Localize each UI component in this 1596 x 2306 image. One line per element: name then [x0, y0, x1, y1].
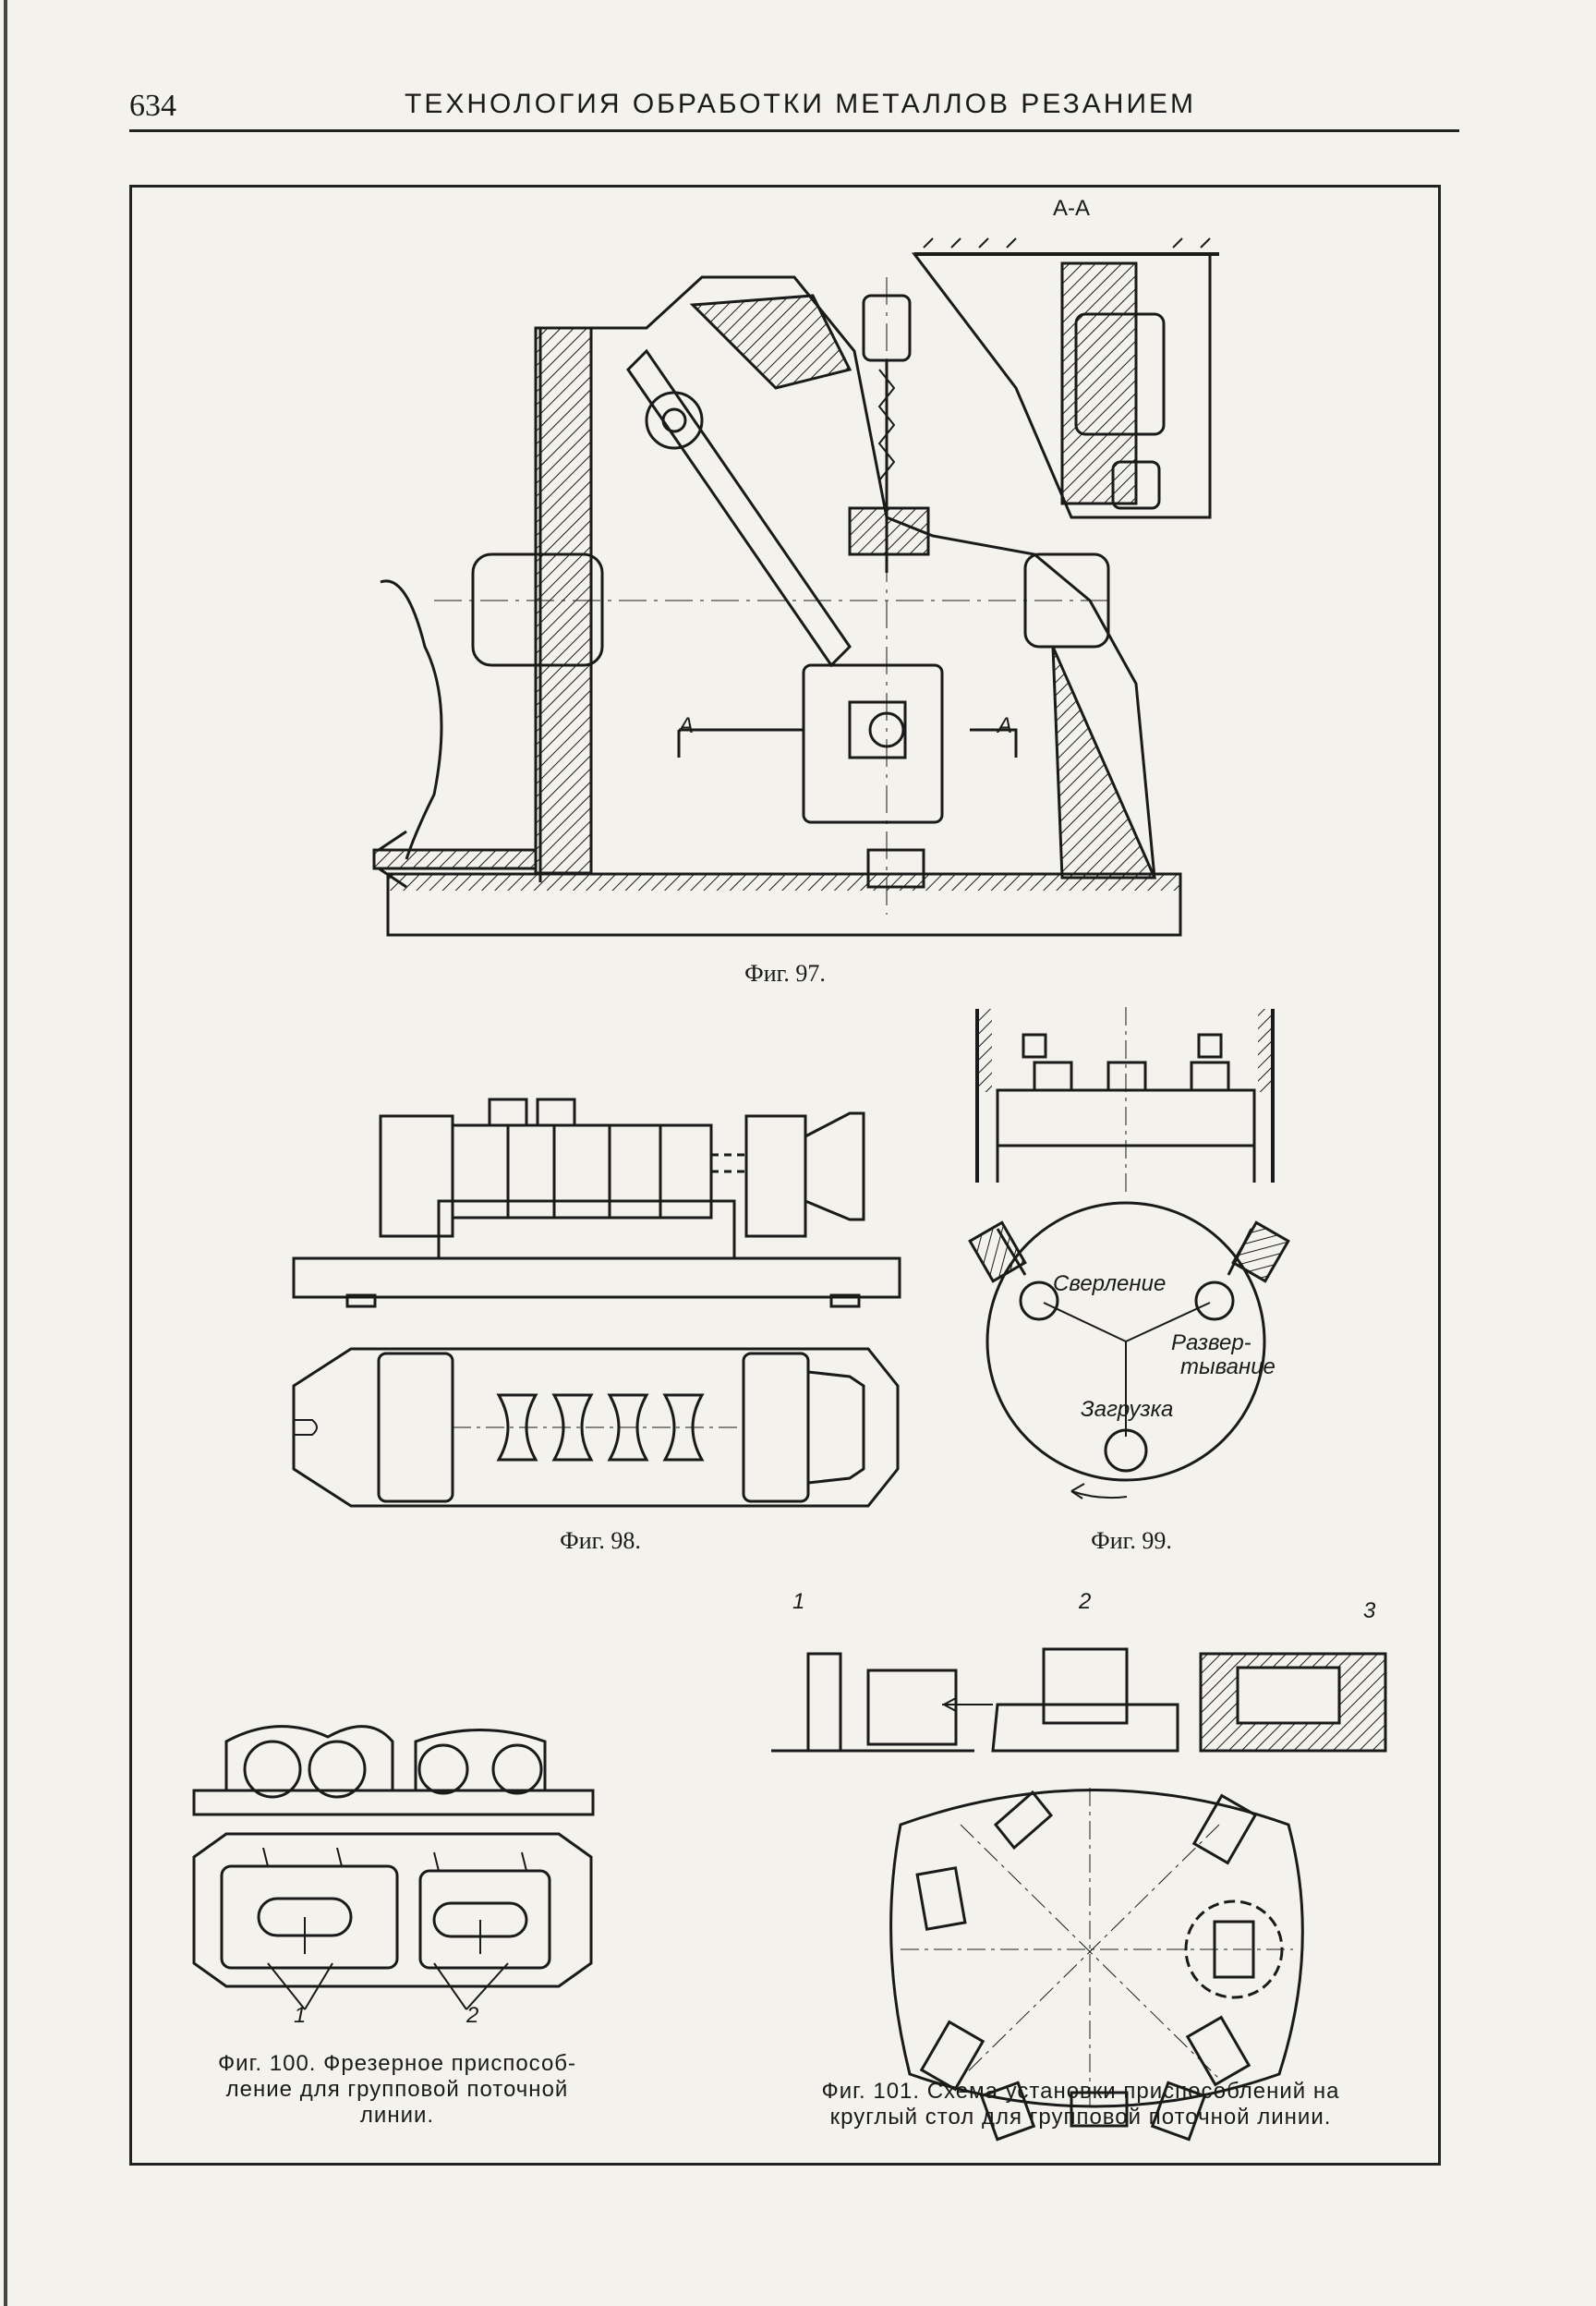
fig97-caption: Фиг. 97.: [744, 960, 826, 987]
fig97-cut-label-right: A: [998, 713, 1013, 738]
fig101-callout-3: 3: [1363, 1598, 1376, 1623]
fig99-label-loading: Загрузка: [1081, 1397, 1174, 1422]
fig101-caption: Фиг. 101. Схема установки приспособлений…: [757, 2079, 1404, 2130]
page-number: 634: [129, 89, 176, 123]
fig97-cut-label-left: A: [679, 713, 695, 738]
fig100-drawing: [192, 1725, 595, 2010]
scan-edge: [4, 0, 7, 2306]
fig100-caption: Фиг. 100. Фрезерное приспособ- ление для…: [175, 2051, 619, 2129]
fig97-section-label: A-A: [1053, 196, 1091, 221]
fig101-callout-2: 2: [1079, 1589, 1092, 1614]
fig101-caption-line-2: круглый стол для групповой поточной лини…: [829, 2105, 1332, 2130]
fig101-drawing: [771, 1647, 1387, 2142]
fig100-caption-line-3: линии.: [359, 2103, 435, 2128]
fig98-drawing: [292, 1098, 901, 1508]
running-title: ТЕХНОЛОГИЯ ОБРАБОТКИ МЕТАЛЛОВ РЕЗАНИЕМ: [405, 89, 1197, 119]
fig100-callout-1: 1: [294, 2003, 307, 2028]
fig101-caption-line-1: Фиг. 101. Схема установки приспособлений…: [821, 2079, 1340, 2104]
figure-frame: [129, 185, 1441, 2166]
fig100-caption-line-2: ление для групповой поточной: [225, 2077, 569, 2102]
fig99-label-drilling: Сверление: [1053, 1271, 1167, 1296]
fig99-label-reaming-2: тывание: [1180, 1354, 1276, 1379]
fig99-caption: Фиг. 99.: [1091, 1527, 1172, 1554]
header-rule: [129, 129, 1459, 132]
fig100-caption-line-1: Фиг. 100. Фрезерное приспособ-: [217, 2051, 577, 2076]
fig98-caption: Фиг. 98.: [560, 1527, 641, 1554]
fig99-drawing: [968, 1007, 1290, 1499]
fig97-drawing: [372, 237, 1219, 937]
fig100-callout-2: 2: [466, 2003, 479, 2028]
fig99-label-reaming-1: Развер-: [1171, 1330, 1251, 1355]
fig101-callout-1: 1: [792, 1589, 805, 1614]
